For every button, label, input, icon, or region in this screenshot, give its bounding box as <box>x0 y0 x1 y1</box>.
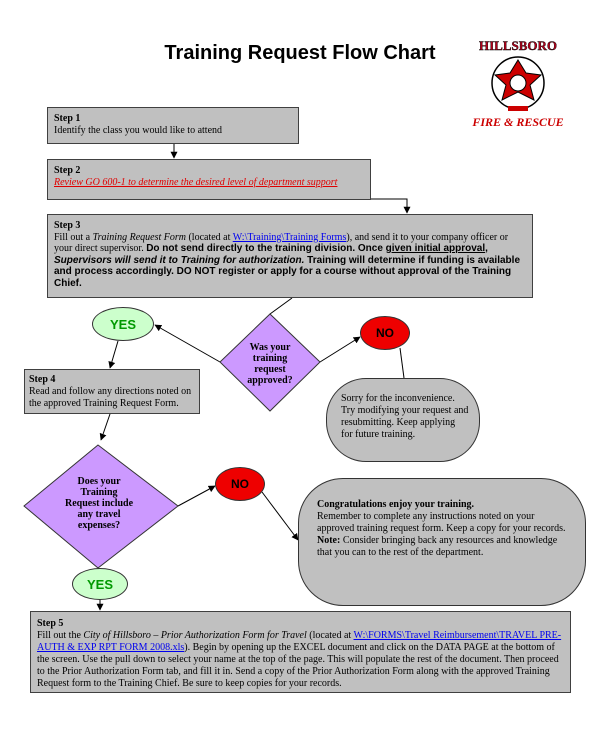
congrats-note-text: Consider bringing back any resources and… <box>317 535 558 558</box>
arrow-decision2-no <box>177 485 216 507</box>
step2-box: Step 2 Review GO 600-1 to determine the … <box>47 159 371 200</box>
step1-box: Step 1 Identify the class you would like… <box>47 107 299 144</box>
page-title: Training Request Flow Chart <box>164 42 436 64</box>
sorry-bubble: Sorry for the inconvenience. Try modifyi… <box>326 378 480 462</box>
step2-go-link[interactable]: Review GO 600-1 to determine the desired… <box>54 177 338 188</box>
arrow-decision1-no <box>319 336 361 363</box>
congrats-bubble: Congratulations enjoy your training. Rem… <box>298 478 586 606</box>
logo-bottom-text: FIRE & RESCUE <box>471 115 563 129</box>
step4-text: Read and follow any directions noted on … <box>29 386 192 409</box>
step4-box: Step 4 Read and follow any directions no… <box>24 369 200 414</box>
decision1-text: Was your training request approved? <box>247 342 293 386</box>
congrats-note-label: Note: <box>317 535 341 546</box>
decision-approved-diamond <box>219 313 321 412</box>
arrow-yes-step4 <box>108 340 119 369</box>
step4-heading: Step 4 <box>29 374 56 385</box>
step1-heading: Step 1 <box>54 113 81 124</box>
yes-oval-1: YES <box>92 307 154 341</box>
logo-top-text: HILLSBORO <box>479 38 557 53</box>
congrats-heading: Congratulations enjoy your training. <box>317 499 475 510</box>
step5-form-name: City of Hillsboro – Prior Authorization … <box>83 630 307 641</box>
step3-form-name: Training Request Form <box>92 231 186 243</box>
arrow-decision1-yes <box>154 324 221 363</box>
congrats-text: Remember to complete any instructions no… <box>317 511 566 534</box>
step5-heading: Step 5 <box>37 618 64 629</box>
step5-text: Fill out the City of Hillsboro – Prior A… <box>37 630 562 689</box>
step3-heading: Step 3 <box>54 220 81 231</box>
arrow-no2-congrats <box>261 491 299 541</box>
step3-box: Step 3 Fill out a Training Request Form … <box>47 214 533 298</box>
decision2-text: Does your Training Request include any t… <box>64 476 134 531</box>
sorry-text: Sorry for the inconvenience. Try modifyi… <box>341 393 469 440</box>
step3-forms-link[interactable]: W:\Training\Training Forms <box>232 231 347 243</box>
arrow-step4-decision2 <box>99 413 111 441</box>
arrow-no-sorry <box>399 347 405 379</box>
step1-text: Identify the class you would like to att… <box>54 125 223 136</box>
no-oval-2: NO <box>215 467 265 501</box>
arrow-step3-decision1 <box>269 297 293 315</box>
yes-oval-2: YES <box>72 568 128 600</box>
step3-text: Fill out a Training Request Form (locate… <box>54 231 521 289</box>
step5-travel-form-link[interactable]: W:\FORMS\Travel Reimbursement\TRAVEL PRE… <box>37 630 562 653</box>
step2-heading: Step 2 <box>54 165 81 176</box>
step5-box: Step 5 Fill out the City of Hillsboro – … <box>30 611 571 693</box>
arrow-step2-step3 <box>371 198 411 214</box>
fire-rescue-logo: HILLSBORO FIRE & RESCUE <box>463 38 573 134</box>
no-oval-1: NO <box>360 316 410 350</box>
